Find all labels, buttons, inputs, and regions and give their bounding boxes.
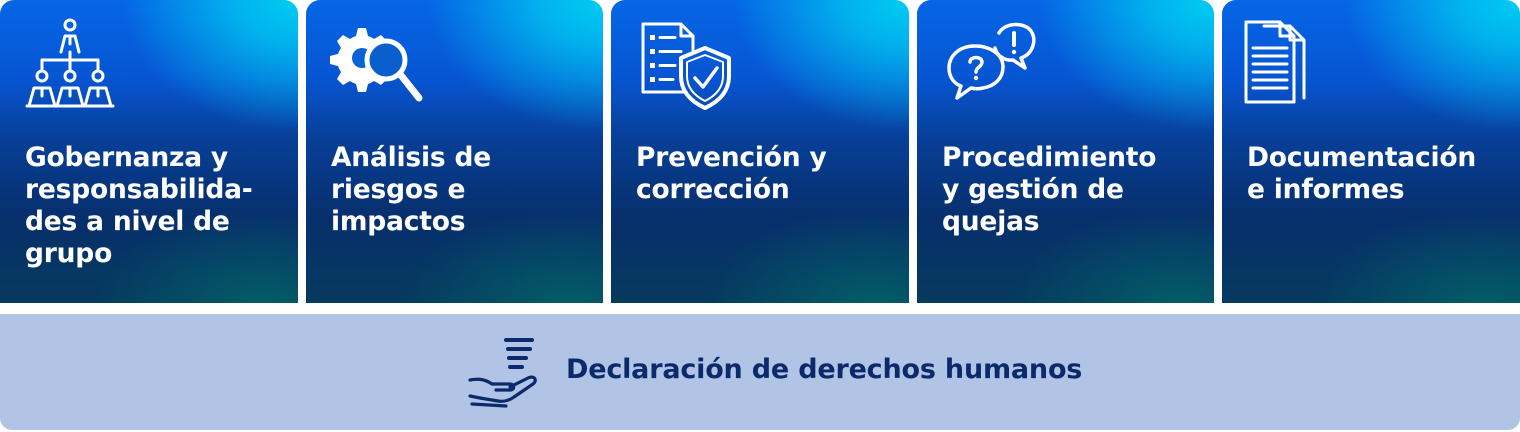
- process-cards: Gobernanza y responsabilida- des a nivel…: [0, 0, 1520, 303]
- gear-magnifier-icon: [328, 18, 424, 114]
- card-risk-analysis: Análisis de riesgos e impactos: [306, 0, 603, 303]
- card-complaints: Procedimiento y gestión de quejas: [917, 0, 1214, 303]
- hand-holding-coins-icon: [466, 334, 542, 410]
- card-prevention: Prevención y corrección: [611, 0, 909, 303]
- card-documentation: Documentación e informes: [1222, 0, 1520, 303]
- card-label: Procedimiento y gestión de quejas: [942, 142, 1157, 237]
- card-label: Análisis de riesgos e impactos: [331, 142, 492, 237]
- org-hierarchy-icon: [24, 18, 120, 114]
- banner-title: Declaración de derechos humanos: [566, 354, 1083, 385]
- stacked-documents-icon: [1238, 18, 1334, 114]
- card-governance: Gobernanza y responsabilida- des a nivel…: [0, 0, 298, 303]
- card-label: Documentación e informes: [1247, 142, 1477, 205]
- card-label: Gobernanza y responsabilida- des a nivel…: [25, 142, 253, 269]
- card-label: Prevención y corrección: [636, 142, 827, 205]
- speech-bubbles-question-exclamation-icon: [945, 18, 1041, 114]
- human-rights-banner: Declaración de derechos humanos: [0, 314, 1520, 430]
- document-shield-check-icon: [637, 18, 733, 114]
